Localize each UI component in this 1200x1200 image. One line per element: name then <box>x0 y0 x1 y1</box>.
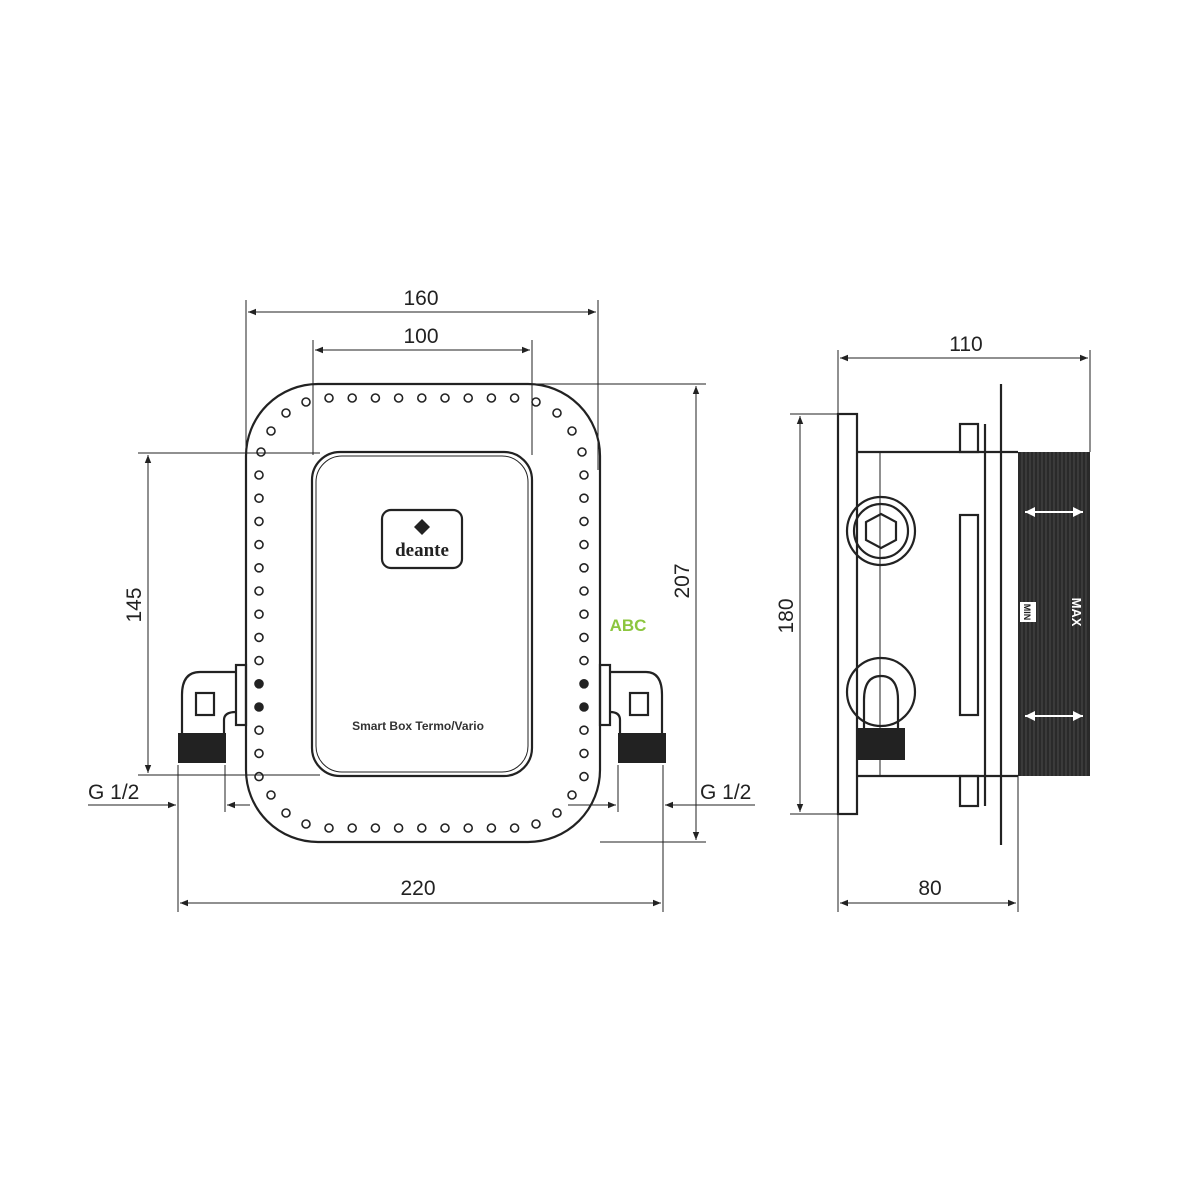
right-connector <box>598 663 666 763</box>
mounting-hole <box>463 823 474 833</box>
mounting-hole <box>440 393 450 403</box>
mounting-hole <box>579 470 589 480</box>
mounting-hole <box>370 823 381 833</box>
max-label: MAX <box>1069 598 1084 627</box>
mounting-frame <box>244 382 602 844</box>
mounting-hole <box>347 393 358 403</box>
mounting-hole <box>567 426 577 436</box>
mounting-hole <box>552 408 562 418</box>
mounting-hole <box>579 748 589 759</box>
dim-80: 80 <box>918 877 941 900</box>
mounting-hole <box>256 447 266 457</box>
mounting-hole <box>509 393 520 403</box>
dim-207: 207 <box>671 563 694 598</box>
mounting-hole <box>579 702 589 712</box>
watermark: ABC <box>610 616 647 635</box>
mounting-hole <box>579 771 589 782</box>
mounting-hole <box>324 823 334 833</box>
mounting-hole <box>509 823 520 833</box>
mounting-hole <box>254 586 264 596</box>
left-connector <box>178 663 248 763</box>
dim-145: 145 <box>123 587 146 622</box>
mounting-holes <box>254 393 589 833</box>
mounting-hole <box>579 586 589 596</box>
mounting-hole <box>393 823 404 833</box>
brand-logo: deante <box>380 508 464 570</box>
mounting-hole <box>579 632 589 643</box>
valve-top <box>845 495 917 567</box>
mounting-hole <box>301 819 311 829</box>
side-view: MIN MAX <box>836 384 1090 845</box>
front-view: deante Smart Box Termo/Vario <box>178 382 666 844</box>
valve-bottom <box>845 656 917 760</box>
mounting-hole <box>266 426 276 436</box>
mounting-hole <box>579 725 589 736</box>
logo-text: deante <box>395 540 449 561</box>
mounting-hole <box>254 725 264 736</box>
mounting-hole <box>416 823 427 833</box>
mounting-hole <box>281 808 291 818</box>
mounting-hole <box>254 702 264 712</box>
dim-100: 100 <box>403 325 438 348</box>
mounting-hole <box>440 823 450 833</box>
mounting-hole <box>254 562 264 573</box>
side-dimensions: 110 180 80 <box>775 333 1091 912</box>
mounting-hole <box>579 562 589 573</box>
mounting-hole <box>579 655 589 666</box>
mounting-hole <box>486 823 497 833</box>
mounting-hole <box>281 408 291 418</box>
mounting-hole <box>254 470 264 480</box>
mounting-hole <box>324 393 334 403</box>
thread-label-left: G 1/2 <box>88 781 139 804</box>
mounting-hole <box>370 393 381 403</box>
cover-plate <box>310 450 534 778</box>
mounting-hole <box>393 393 404 403</box>
mounting-hole <box>254 609 264 620</box>
mounting-hole <box>579 516 589 527</box>
product-label: Smart Box Termo/Vario <box>352 719 484 733</box>
mounting-hole <box>552 808 562 818</box>
dim-110: 110 <box>949 333 982 356</box>
mounting-hole <box>254 678 264 689</box>
mounting-hole <box>577 447 587 457</box>
mounting-hole <box>579 609 589 620</box>
mounting-hole <box>254 655 264 666</box>
mounting-hole <box>416 393 427 403</box>
thread-label-right: G 1/2 <box>700 781 751 804</box>
mounting-hole <box>254 748 264 759</box>
mounting-hole <box>254 493 264 504</box>
mounting-hole <box>254 539 264 550</box>
mounting-hole <box>254 771 264 782</box>
mounting-hole <box>254 632 264 643</box>
mounting-hole <box>579 678 589 689</box>
front-dimensions: 160 100 207 145 G 1/2 G 1/2 220 <box>88 287 755 912</box>
dim-160: 160 <box>403 287 438 310</box>
mounting-hole <box>301 397 311 407</box>
mounting-hole <box>579 539 589 550</box>
mounting-hole <box>567 790 577 800</box>
mounting-hole <box>266 790 276 800</box>
dim-180: 180 <box>775 598 798 633</box>
mounting-hole <box>463 393 474 403</box>
mounting-hole <box>254 516 264 527</box>
mounting-hole <box>531 397 541 407</box>
min-label: MIN <box>1022 604 1032 621</box>
mounting-hole <box>347 823 358 833</box>
mounting-hole <box>486 393 497 403</box>
dim-220: 220 <box>400 877 435 900</box>
mounting-hole <box>531 819 541 829</box>
mounting-hole <box>579 493 589 504</box>
